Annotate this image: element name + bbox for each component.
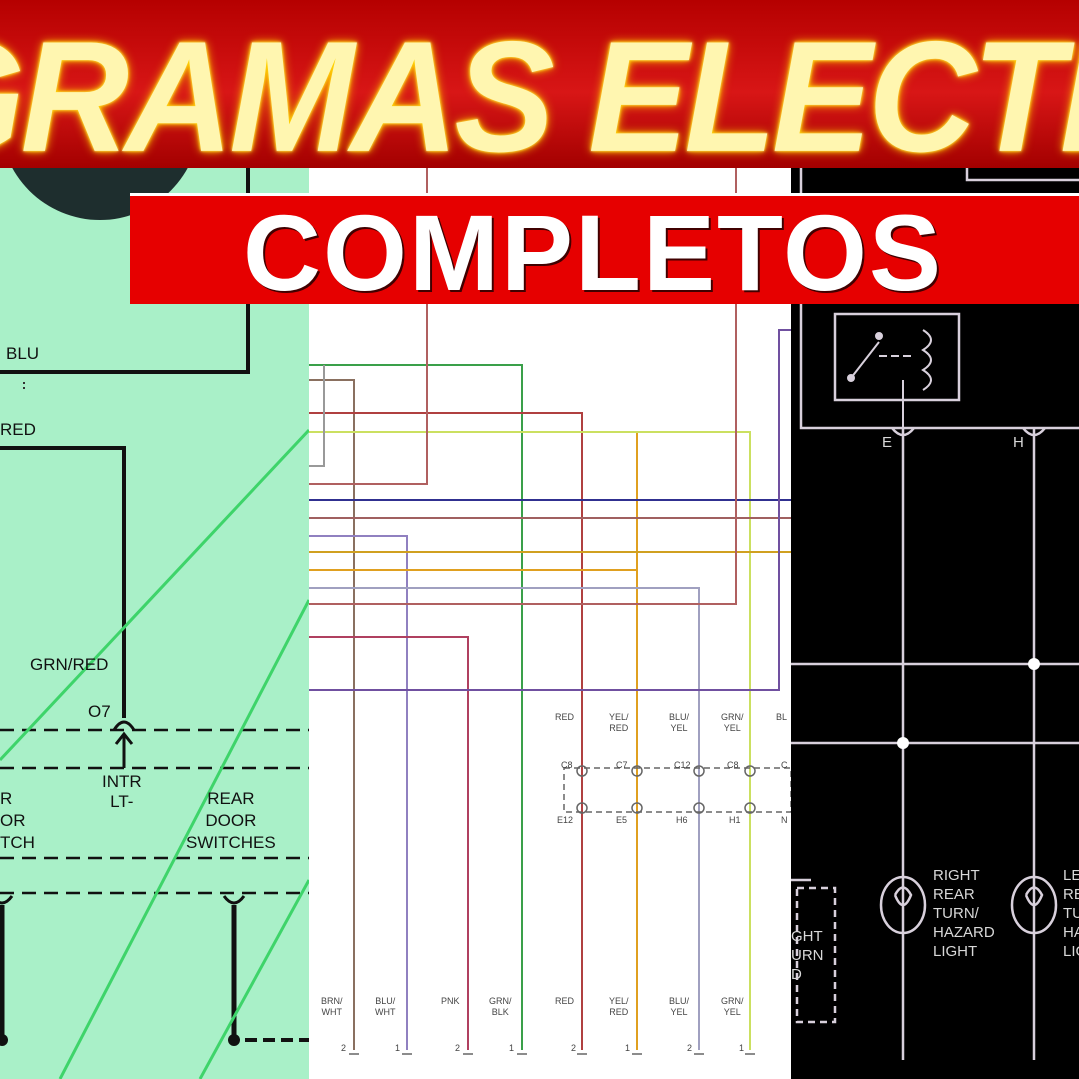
subtitle-text: COMPLETOS: [243, 193, 944, 304]
left-diagram-panel: BLU RED GRN/RED O7 INTR LT- R OR TCH REA…: [0, 0, 309, 1079]
switch-terminal-front: [0, 1034, 8, 1046]
connector-h-symbol: [1022, 427, 1046, 437]
switch-symbol-front: [0, 895, 14, 905]
green-diagonal-3: [198, 879, 309, 1079]
connector-bottom-2: E5: [616, 815, 628, 825]
wire-top: [965, 168, 1079, 182]
subtitle-banner: COMPLETOS: [130, 193, 1079, 304]
top-wire-label-1: RED: [555, 712, 575, 722]
connector-bottom-4: H1: [729, 815, 741, 825]
green-diagonal-2: [58, 599, 309, 1079]
lamp-filament-right: [893, 886, 913, 907]
lamp-left-rear: [1010, 875, 1058, 935]
lamp-right-rear: [879, 875, 927, 935]
bottom-wire-label-3: PNK: [441, 996, 460, 1006]
connector-box: [563, 767, 791, 813]
wire-yel-red: [309, 431, 638, 1050]
middle-diagram-wiring: [309, 168, 791, 1055]
relay-box: [833, 312, 961, 402]
wire-brown-3: [309, 168, 737, 605]
pin-6: 1: [625, 1043, 631, 1053]
bottom-wire-label-6: YEL/ RED: [609, 996, 629, 1017]
connector-symbols: [576, 765, 756, 814]
switch-terminal-rear: [228, 1034, 240, 1046]
junction-h: [1028, 658, 1040, 670]
top-wire-label-5: BL: [776, 712, 788, 722]
connector-bottom-3: H6: [676, 815, 688, 825]
top-wire-label-3: BLU/ YEL: [669, 712, 690, 733]
lamp-filament-left: [1024, 886, 1044, 907]
label-intr-lt: INTR LT-: [102, 772, 142, 811]
dashed-lamp-box: [795, 886, 837, 1024]
pin-1: 2: [341, 1043, 347, 1053]
label-connector-e: E: [882, 434, 893, 451]
right-diagram-wiring: [791, 168, 1079, 1060]
connector-top-1: C8: [561, 760, 573, 770]
top-wire-label-4: GRN/ YEL: [721, 712, 744, 733]
label-left-rear-light: LE RE TU HA LIG: [1063, 867, 1079, 960]
relay-internals: [847, 329, 932, 428]
label-grn-red: GRN/RED: [30, 655, 109, 674]
pin-7: 2: [687, 1043, 693, 1053]
connector-bottom-5: N: [781, 815, 788, 825]
connector-e-symbol: [891, 427, 915, 437]
bottom-wire-label-8: GRN/ YEL: [721, 996, 744, 1017]
wire-red: [0, 446, 126, 718]
bottom-wire-label-4: GRN/ BLK: [489, 996, 512, 1017]
wire-purple: [309, 329, 791, 691]
green-diagonal-1: [0, 428, 309, 762]
wire-brn-wht: [309, 379, 355, 1050]
right-diagram-panel: E H RIGHT REAR TURN/ HAZARD LIGHT LE RE …: [791, 0, 1079, 1079]
label-rear-door-switches: REAR DOOR SWITCHES: [186, 789, 276, 852]
switch-symbol-rear: [222, 895, 246, 905]
connector-top-4: C8: [727, 760, 739, 770]
bottom-wire-label-2: BLU/ WHT: [375, 996, 396, 1017]
wire-red-1: [309, 412, 583, 1050]
connector-top-5: C: [781, 760, 788, 770]
pin-2: 1: [395, 1043, 401, 1053]
label-red: RED: [0, 420, 36, 439]
bottom-wire-label-5: RED: [555, 996, 575, 1006]
wire-grn-yel: [309, 431, 751, 1050]
pin-3: 2: [455, 1043, 461, 1053]
bottom-wire-label-7: BLU/ YEL: [669, 996, 690, 1017]
connector-top-3: C12: [674, 760, 691, 770]
connector-o7-symbol: [112, 720, 136, 731]
bottom-wire-label-1: BRN/ WHT: [321, 996, 343, 1017]
label-connector-h: H: [1013, 434, 1024, 451]
label-lamp-box: GHT URN D: [791, 928, 824, 983]
connector-bottom-1: E12: [557, 815, 574, 825]
label-right-rear-light: RIGHT REAR TURN/ HAZARD LIGHT: [933, 867, 995, 960]
label-blu: BLU: [6, 344, 40, 363]
pin-5: 2: [571, 1043, 577, 1053]
junction-e: [897, 737, 909, 749]
pin-8: 1: [739, 1043, 745, 1053]
wire-blu-wht: [309, 535, 408, 1050]
title-text: GRAMAS ELECTRIC: [0, 8, 1079, 168]
pin-4: 1: [509, 1043, 515, 1053]
wire-pnk: [309, 636, 469, 1050]
title-banner: GRAMAS ELECTRIC: [0, 0, 1079, 168]
wire-blu-yel: [309, 587, 700, 1050]
top-wire-label-2: YEL/ RED: [609, 712, 629, 733]
label-connector-o7: O7: [88, 702, 111, 721]
wire-gray-loop: [309, 365, 325, 467]
middle-diagram-panel: RED YEL/ RED BLU/ YEL GRN/ YEL BL C8 C7 …: [309, 0, 791, 1079]
label-front-door-switch: R OR TCH: [0, 789, 35, 852]
wire-grn-blk: [309, 364, 523, 1050]
connector-top-2: C7: [616, 760, 628, 770]
